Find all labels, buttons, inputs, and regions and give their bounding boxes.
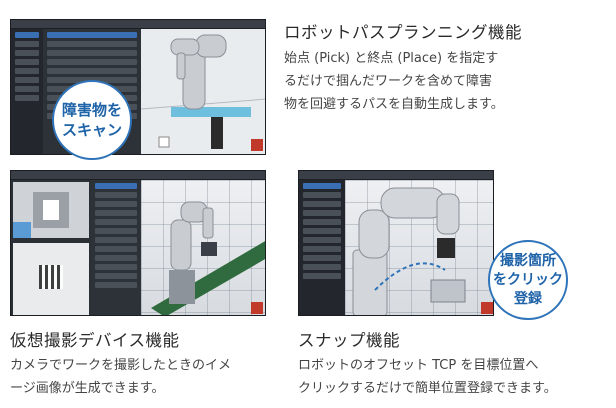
robot-conveyor-scene [151, 201, 265, 315]
3d-viewport[interactable] [141, 29, 265, 154]
robot-arm-icon [170, 34, 227, 110]
robot-scene [141, 29, 265, 154]
virtual-camera-screenshot [10, 170, 266, 316]
tree-panel [299, 180, 345, 315]
app-toolbar [11, 171, 265, 180]
snap-scene [352, 187, 493, 315]
click-register-badge: 撮影箇所 をクリック 登録 [488, 240, 568, 320]
robot-arm-icon [170, 201, 214, 271]
view-cube [481, 302, 493, 314]
snap-path [374, 262, 446, 291]
virtual-camera-desc: カメラでワークを撮影したときのイメ ージ画像が生成できます。 [10, 358, 232, 396]
obstacle-bar [171, 107, 251, 117]
path-planning-title: ロボットパスプランニング機能 [284, 23, 522, 42]
qr-code-icon [39, 265, 63, 289]
path-planning-desc: 始点 (Pick) と終点 (Place) を指定す るだけで掴んだワークを含め… [284, 51, 504, 112]
snap-title: スナップ機能 [298, 331, 400, 350]
3d-viewport[interactable] [345, 180, 493, 315]
snap-desc: ロボットのオフセット TCP を目標位置へ クリックするだけで簡単位置登録できま… [298, 358, 557, 396]
camera-image-top [13, 182, 89, 238]
path-planning-screenshot [10, 19, 266, 155]
scan-obstacle-badge: 障害物を スキャン [52, 80, 132, 160]
camera-block [201, 242, 217, 256]
obstacle-post [211, 117, 223, 149]
view-cube [251, 302, 263, 314]
3d-viewport[interactable] [141, 180, 265, 315]
gripper [437, 238, 455, 258]
robot-arm-icon [352, 187, 460, 315]
snap-screenshot [298, 170, 494, 316]
app-toolbar [11, 20, 265, 29]
app-sidebar [11, 29, 43, 154]
camera-image-bottom [13, 243, 89, 315]
robot-base [169, 270, 195, 304]
virtual-camera-title: 仮想撮影デバイス機能 [10, 331, 180, 350]
view-cube [251, 139, 263, 151]
app-toolbar [299, 171, 493, 180]
workpiece [158, 136, 170, 148]
target-fixture [430, 279, 466, 303]
property-panel [91, 180, 141, 315]
